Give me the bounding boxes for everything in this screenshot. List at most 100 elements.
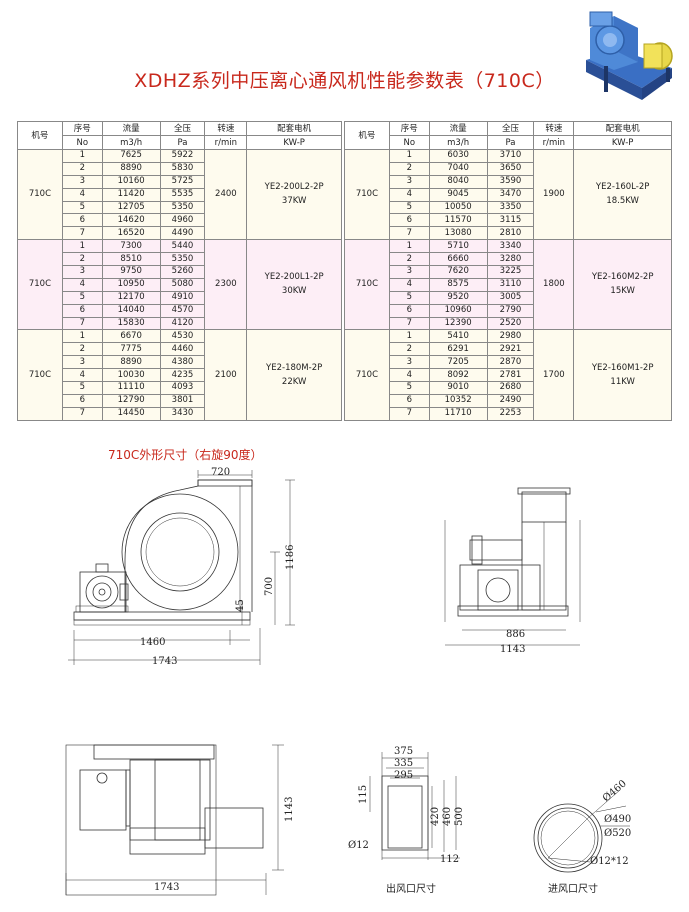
motor-model: YE2-180M-2P	[266, 362, 323, 373]
header-motor: 配套电机	[573, 121, 672, 136]
dim-375: 375	[394, 746, 413, 757]
dim-295: 295	[394, 770, 413, 781]
no-cell: 3	[61, 355, 103, 370]
header-no-sub: No	[61, 135, 103, 150]
dim-phi460: Ø460	[601, 778, 629, 804]
dim-886: 886	[506, 629, 525, 640]
dim-500: 500	[454, 807, 465, 826]
dim-1743-side: 1743	[152, 656, 177, 667]
flow-cell: 11570	[428, 213, 488, 228]
pressure-cell: 4530	[159, 329, 206, 344]
pressure-cell: 3225	[486, 265, 535, 279]
top-view-drawing	[65, 744, 284, 896]
pressure-cell: 2680	[486, 381, 535, 395]
model-cell: 710C	[344, 148, 390, 241]
dim-phi490: Ø490	[604, 814, 631, 825]
page-title: XDHZ系列中压离心通风机性能参数表（710C）	[134, 70, 555, 92]
pressure-cell: 5830	[159, 161, 206, 176]
dim-112: 112	[440, 854, 459, 865]
no-cell: 1	[61, 329, 103, 344]
header-flow: 流量	[428, 121, 488, 136]
front-view-drawing	[444, 487, 581, 646]
pressure-cell: 5260	[159, 265, 206, 279]
fan-product-image	[586, 11, 673, 100]
model-cell: 710C	[344, 329, 390, 421]
motor-model: YE2-160M1-2P	[591, 362, 654, 373]
pressure-cell: 2253	[486, 406, 535, 421]
model-cell: 710C	[17, 148, 63, 241]
dim-335: 335	[394, 758, 413, 769]
performance-table-right: 机号 序号 流量 全压 转速 配套电机 No m3/h Pa r/min KW-…	[344, 121, 672, 421]
performance-table-left: 机号 序号 流量 全压 转速 配套电机 No m3/h Pa r/min KW-…	[17, 121, 342, 421]
no-cell: 3	[61, 174, 103, 189]
outlet-drawing	[369, 752, 460, 860]
flow-cell: 8092	[428, 368, 488, 383]
no-cell: 7	[61, 316, 103, 331]
motor-model: YE2-200L2-2P	[264, 182, 324, 193]
no-cell: 6	[388, 393, 430, 408]
model-cell: 710C	[344, 239, 390, 331]
flow-cell: 6291	[428, 342, 488, 357]
dim-700: 700	[264, 577, 275, 596]
dim-45: 45	[235, 599, 246, 612]
header-speed: 转速	[533, 121, 575, 136]
flow-cell: 5710	[428, 239, 488, 254]
no-cell: 2	[61, 342, 103, 357]
speed-cell: 2400	[204, 148, 248, 241]
flow-cell: 5410	[428, 329, 488, 344]
no-cell: 5	[61, 290, 103, 305]
flow-cell: 6670	[101, 329, 161, 344]
model-cell: 710C	[17, 239, 63, 331]
speed-cell: 2100	[204, 329, 248, 421]
pressure-cell: 4490	[159, 226, 206, 241]
pressure-cell: 5080	[159, 277, 206, 292]
no-cell: 2	[61, 161, 103, 176]
motor-power: 18.5KW	[606, 196, 639, 207]
pressure-cell: 2490	[486, 393, 535, 408]
model-cell: 710C	[17, 329, 63, 421]
no-cell: 3	[388, 265, 430, 279]
motor-cell: YE2-200L2-2P 37KW	[246, 148, 342, 241]
flow-cell: 8890	[101, 161, 161, 176]
pressure-cell: 3350	[486, 200, 535, 215]
pressure-cell: 3280	[486, 252, 535, 267]
dim-phi12x12: Ø12*12	[590, 856, 629, 867]
no-cell: 6	[61, 303, 103, 318]
header-flow: 流量	[101, 121, 161, 136]
pressure-cell: 2870	[486, 355, 535, 370]
pressure-cell: 3340	[486, 239, 535, 254]
dim-1743-top: 1743	[154, 882, 179, 893]
dim-phi12: Ø12	[348, 840, 369, 851]
motor-power: 37KW	[281, 196, 307, 207]
motor-power: 15KW	[610, 286, 635, 297]
flow-cell: 6660	[428, 252, 488, 267]
motor-power: 30KW	[281, 286, 307, 297]
flow-cell: 8890	[101, 355, 161, 370]
